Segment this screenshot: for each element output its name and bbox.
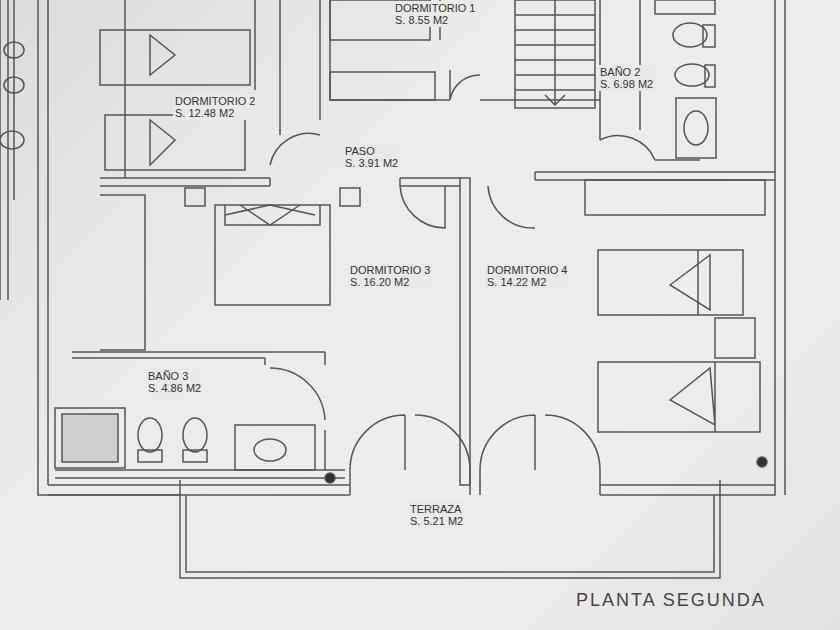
room: DORMITORIO 3S. 16.20 M2: [348, 263, 432, 289]
room-area: S. 14.22 M2: [487, 276, 567, 288]
room: BAÑO 3S. 4.86 M2: [146, 369, 203, 395]
room-area: S. 8.55 M2: [395, 14, 475, 26]
room-name: DORMITORIO 2: [175, 95, 255, 107]
room-name: DORMITORIO 3: [350, 264, 430, 276]
room: DORMITORIO 1S. 8.55 M2: [393, 1, 477, 27]
room: TERRAZAS. 5.21 M2: [408, 502, 465, 528]
room-name: BAÑO 3: [148, 370, 201, 382]
room-name: BAÑO 2: [600, 66, 653, 78]
room: DORMITORIO 4S. 14.22 M2: [485, 263, 569, 289]
room-area: S. 12.48 M2: [175, 107, 255, 119]
room: BAÑO 2S. 6.98 M2: [598, 65, 655, 91]
room-name: DORMITORIO 4: [487, 264, 567, 276]
room: DORMITORIO 2S. 12.48 M2: [173, 94, 257, 120]
room-area: S. 4.86 M2: [148, 382, 201, 394]
room-name: DORMITORIO 1: [395, 2, 475, 14]
room-name: PASO: [345, 145, 398, 157]
room-name: TERRAZA: [410, 503, 463, 515]
room-area: S. 6.98 M2: [600, 78, 653, 90]
room-area: S. 3.91 M2: [345, 157, 398, 169]
room-area: S. 5.21 M2: [410, 515, 463, 527]
room: PASOS. 3.91 M2: [343, 144, 400, 170]
sheet-title: PLANTA SEGUNDA: [576, 590, 766, 611]
room-area: S. 16.20 M2: [350, 276, 430, 288]
